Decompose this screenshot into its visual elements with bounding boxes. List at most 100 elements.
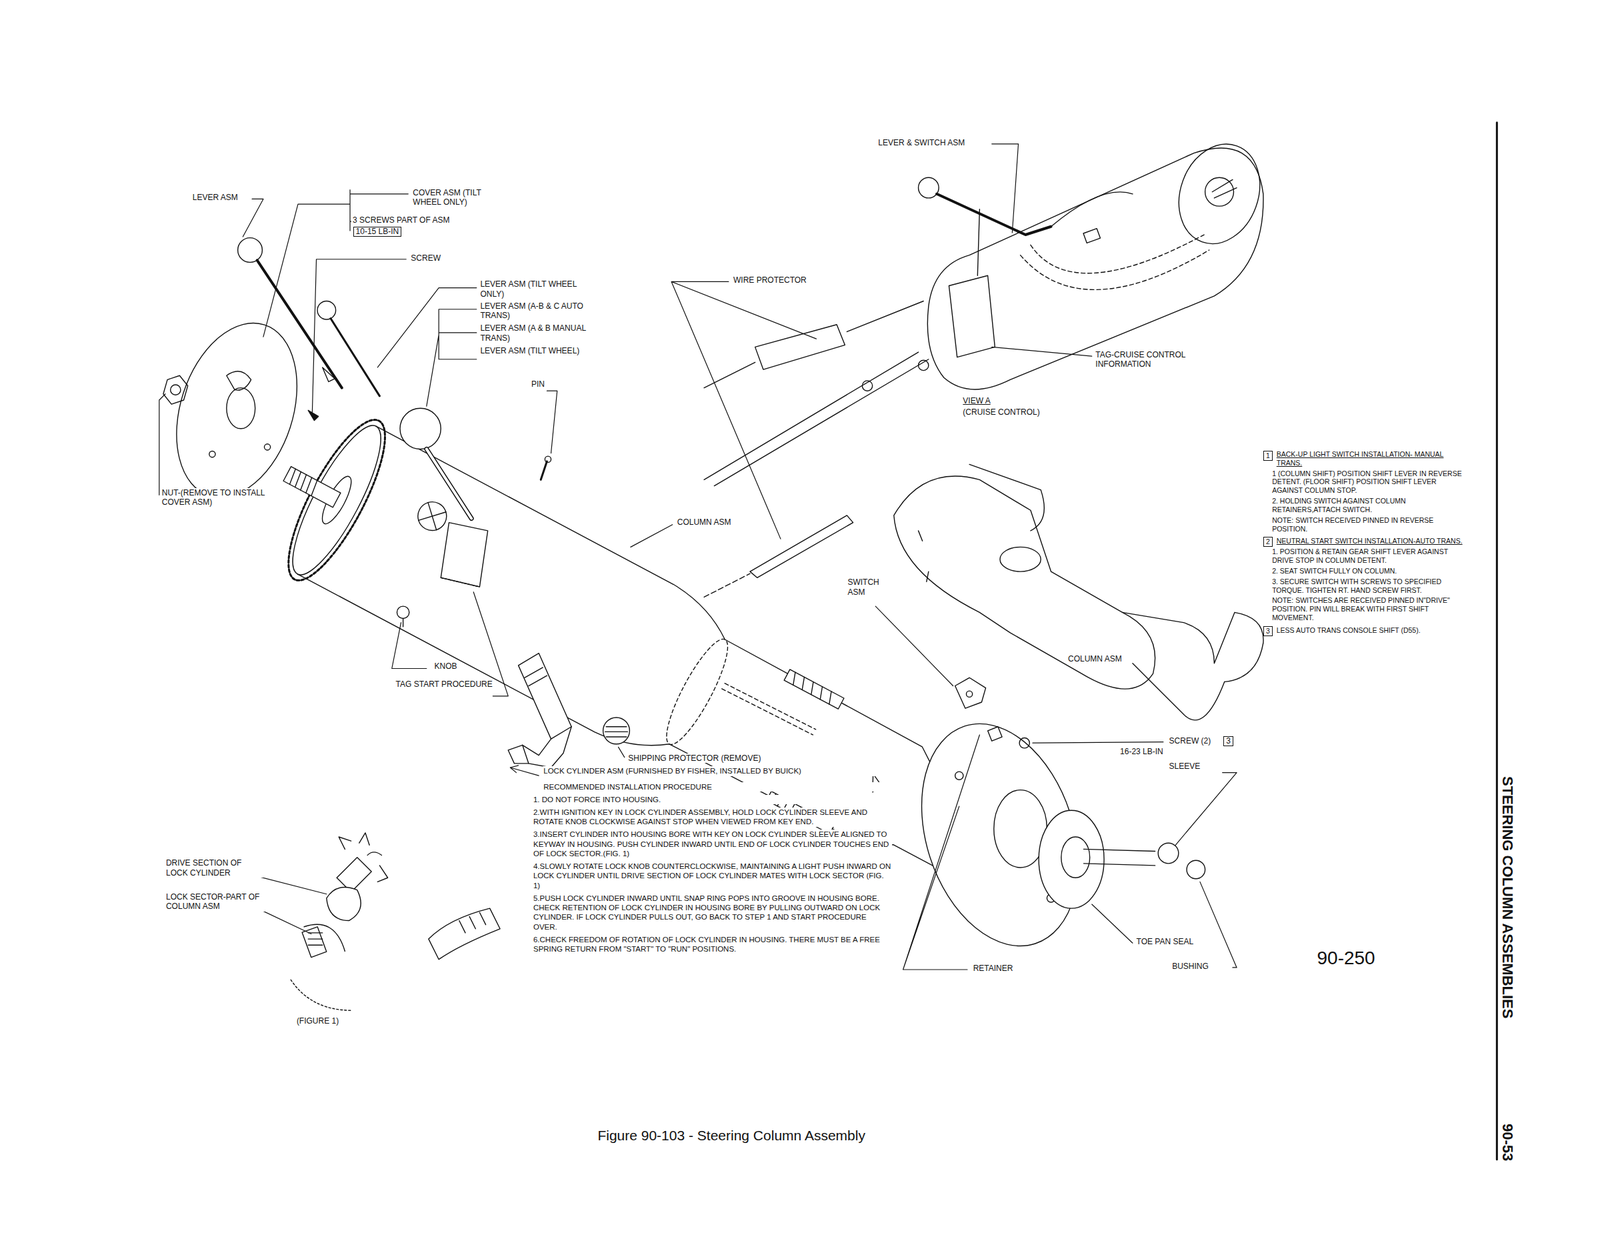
part-label: WIRE PROTECTOR: [732, 275, 808, 285]
column-assembly: [277, 415, 396, 584]
cruise-control-view: [704, 132, 1274, 597]
column-assembly: [412, 496, 452, 536]
procedure-step: 2.WITH IGNITION KEY IN LOCK CYLINDER ASS…: [532, 807, 892, 827]
part-label: LEVER ASM (TILT WHEEL ONLY): [479, 279, 583, 299]
procedure-step: 4.SLOWLY ROTATE LOCK KNOB COUNTERCLOCKWI…: [532, 861, 892, 890]
column-assembly: [283, 466, 341, 508]
cruise-control-view: [1165, 132, 1274, 256]
shift-lever: [426, 448, 472, 518]
lever-assembly: [317, 301, 336, 320]
cruise-control-view: [927, 148, 1264, 390]
view-label: VIEW A: [962, 396, 991, 406]
nut: [163, 375, 188, 404]
torque-value: 16-23 LB-IN: [1119, 746, 1164, 756]
cruise-control-view: [750, 515, 854, 578]
torque-value: 10-15 LB-IN: [353, 226, 402, 237]
shift-lever: [400, 408, 441, 449]
figure-number: 90-250: [1316, 946, 1376, 970]
figure-1-lock-detail: [459, 912, 486, 933]
lever-assembly: [330, 318, 380, 396]
figure-1-lock-detail: [290, 979, 352, 1010]
leader-line: [312, 259, 406, 413]
lock-cylinder: [508, 653, 572, 768]
note-text: NOTE: SWITCH RECEIVED PINNED IN REVERSE …: [1271, 516, 1466, 534]
note-step: 3. SECURE SWITCH WITH SCREWS TO SPECIFIE…: [1271, 577, 1466, 595]
nut: [163, 375, 188, 404]
column-assembly: [656, 632, 738, 751]
pin: [540, 461, 547, 480]
nut: [170, 384, 181, 395]
leader-line: [159, 394, 166, 496]
cover-assembly: [155, 307, 318, 513]
part-label: SLEEVE: [1168, 761, 1202, 771]
note-heading: NEUTRAL START SWITCH INSTALLATION-AUTO T…: [1276, 536, 1466, 546]
shipping-protector: [605, 726, 628, 737]
switch-assembly: [988, 726, 1002, 741]
toe-pan-seal: [1038, 810, 1104, 908]
lock-cylinder: [518, 653, 572, 740]
cruise-control-view: [1030, 234, 1204, 274]
notes-column: 1BACK-UP LIGHT SWITCH INSTALLATION- MANU…: [1263, 450, 1466, 636]
part-label: NUT-(REMOVE TO INSTALL COVER ASM): [161, 488, 282, 508]
knob: [396, 606, 409, 618]
retainer: [955, 771, 964, 780]
leader-line: [367, 852, 382, 856]
leader-line: [546, 390, 557, 453]
lock-cylinder: [524, 667, 548, 686]
shift-lever: [440, 522, 488, 587]
figure-1-lock-detail: [308, 932, 322, 945]
part-label: SCREW (2): [1168, 736, 1212, 746]
cruise-control-view: [948, 275, 995, 357]
column-assembly: [789, 672, 835, 704]
cruise-control-view: [704, 352, 929, 486]
lever-assembly: [238, 238, 380, 421]
pin: [544, 456, 551, 462]
view-label: (CRUISE CONTROL): [962, 407, 1040, 417]
part-label: SWITCH ASM: [846, 577, 893, 597]
part-label: COLUMN ASM: [676, 517, 732, 527]
part-label: LEVER ASM (TILT WHEEL): [479, 346, 583, 356]
switch-assembly: [1019, 738, 1030, 748]
shift-lever: [426, 448, 472, 518]
toe-pan-seal: [1038, 810, 1104, 908]
cruise-control-view: [918, 360, 929, 370]
cruise-control-view: [1051, 192, 1133, 227]
part-label: DRIVE SECTION OF LOCK CYLINDER: [165, 858, 265, 878]
leader-line: [510, 765, 539, 776]
leader-line: [242, 198, 264, 237]
callout-number: 3: [1263, 626, 1273, 636]
shipping-protector: [603, 717, 630, 744]
note-step: 2. HOLDING SWITCH AGAINST COLUMN RETAINE…: [1271, 496, 1466, 514]
leader-line: [903, 734, 980, 970]
procedure-step: 6.CHECK FREEDOM OF ROTATION OF LOCK CYLI…: [532, 934, 892, 954]
steering-shaft: [1083, 848, 1155, 865]
switch-assembly: [966, 690, 972, 697]
column-assembly-view: [918, 530, 929, 582]
lever-assembly: [308, 410, 318, 420]
column-assembly: [297, 538, 1028, 953]
pin: [540, 456, 551, 480]
column-assembly-view: [894, 476, 1156, 689]
steering-shaft: [1083, 842, 1205, 879]
part-label: COLUMN ASM: [1067, 654, 1123, 664]
leader-line: [1032, 742, 1164, 744]
callout-number: 3: [1223, 736, 1234, 746]
leader-line: [392, 622, 427, 669]
leader-line: [1200, 881, 1237, 968]
cover-assembly: [226, 388, 256, 429]
part-label: TOE PAN SEAL: [1136, 936, 1195, 946]
procedure-heading: RECOMMENDED INSTALLATION PROCEDURE: [542, 782, 892, 792]
column-assembly-view: [1000, 546, 1041, 572]
leader-line: [630, 524, 673, 548]
part-label: TAG-CRUISE CONTROL INFORMATION: [1094, 350, 1225, 370]
figure-1-lock-detail: [326, 887, 361, 921]
cruise-control-view: [1083, 228, 1100, 244]
knob: [402, 618, 404, 627]
cruise-control-view: [862, 380, 872, 391]
switch-assembly: [955, 677, 1030, 748]
page-rule: [1496, 122, 1498, 1160]
cruise-control-view: [918, 177, 940, 198]
figure-1-lock-detail: [377, 865, 388, 882]
part-label: SCREW: [410, 253, 442, 263]
column-assembly-view: [1122, 612, 1264, 682]
